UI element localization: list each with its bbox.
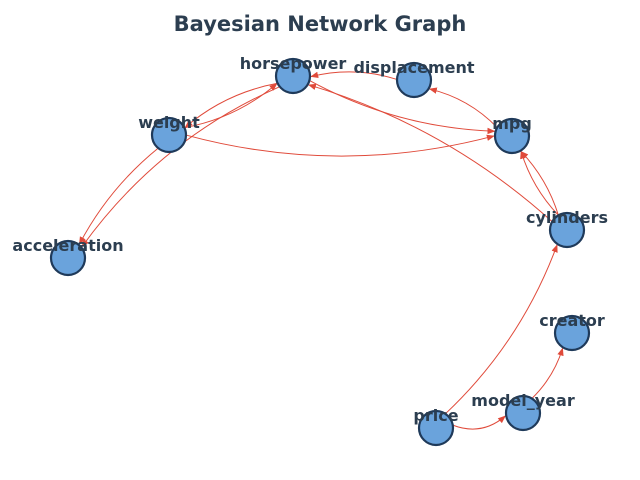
- edge-cylinders-to-mpg: [520, 150, 559, 216]
- node-circle-weight: [150, 116, 188, 154]
- node-weight: weight: [138, 113, 200, 154]
- edge-weight-to-horsepower: [184, 83, 278, 129]
- node-displacement: displacement: [353, 58, 475, 99]
- node-mpg: mpg: [492, 114, 532, 155]
- node-label-model_year: model_year: [471, 391, 575, 410]
- node-cylinders: cylinders: [526, 208, 608, 249]
- node-acceleration: acceleration: [12, 236, 124, 277]
- node-price: price: [413, 406, 459, 447]
- edge-horsepower-to-mpg: [309, 80, 496, 135]
- node-model_year: model_year: [471, 391, 575, 432]
- node-layer: horsepower displacement weight mpg cylinders…: [12, 54, 608, 447]
- node-circle-horsepower: [274, 57, 312, 95]
- node-label-creator: creator: [539, 311, 605, 330]
- graph-title: Bayesian Network Graph: [174, 12, 467, 36]
- node-circle-price: [417, 409, 455, 447]
- edge-layer: [78, 71, 564, 430]
- edge-weight-to-mpg: [185, 134, 495, 157]
- node-creator: creator: [539, 311, 605, 352]
- node-circle-model_year: [504, 394, 542, 432]
- node-label-price: price: [413, 406, 458, 425]
- node-circle-acceleration: [49, 239, 87, 277]
- edge-price-to-model_year: [452, 415, 506, 430]
- node-label-displacement: displacement: [353, 58, 474, 77]
- edge-displacement-to-horsepower: [310, 71, 398, 80]
- node-circle-creator: [553, 314, 591, 352]
- node-label-cylinders: cylinders: [526, 208, 608, 227]
- node-label-acceleration: acceleration: [12, 236, 123, 255]
- edge-weight-to-acceleration: [78, 147, 159, 245]
- node-circle-cylinders: [548, 211, 586, 249]
- node-label-horsepower: horsepower: [240, 54, 347, 73]
- edge-horsepower-to-acceleration: [81, 86, 280, 248]
- edge-mpg-to-displacement: [428, 87, 498, 128]
- node-circle-displacement: [395, 61, 433, 99]
- edge-model_year-to-creator: [531, 347, 564, 399]
- edge-price-to-cylinders: [445, 244, 558, 415]
- edge-cylinders-to-mpg: [520, 150, 559, 216]
- edge-horsepower-to-weight: [184, 82, 278, 128]
- edge-cylinders-to-horsepower: [307, 83, 553, 223]
- node-circle-mpg: [493, 117, 531, 155]
- node-label-weight: weight: [138, 113, 200, 132]
- node-label-mpg: mpg: [492, 114, 532, 133]
- node-horsepower: horsepower: [240, 54, 347, 95]
